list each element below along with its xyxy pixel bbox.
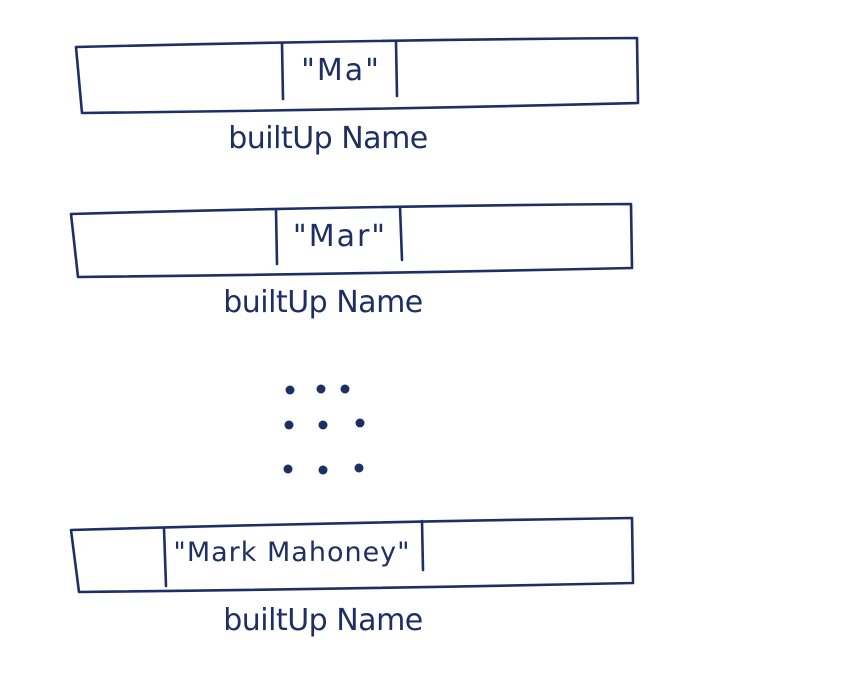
ellipsis-dot	[285, 385, 295, 395]
cell-divider-right	[420, 519, 425, 572]
frame-label: builtUp Name	[223, 285, 423, 320]
ellipsis-dot	[316, 384, 326, 394]
ellipsis-dot	[354, 463, 364, 473]
cell-divider-right	[398, 205, 404, 262]
cell-divider-left	[280, 42, 285, 101]
memory-strip-outline	[69, 202, 634, 279]
frame-label: builtUp Name	[223, 603, 423, 638]
ellipsis-dot	[318, 465, 328, 475]
ellipsis-dot	[318, 420, 328, 430]
ellipsis-dot	[340, 384, 350, 394]
frame-label: builtUp Name	[228, 121, 428, 156]
cell-string-value: "Ma"	[301, 53, 381, 88]
ellipsis-dots	[283, 384, 365, 475]
ellipsis-dot	[283, 464, 293, 474]
memory-strip-outline	[69, 516, 635, 594]
memory-frame-2: "Mar" builtUp Name	[69, 202, 634, 320]
memory-frame-3: "Mark Mahoney" builtUp Name	[69, 516, 635, 638]
memory-strip-outline	[74, 36, 640, 115]
cell-string-value: "Mar"	[293, 219, 387, 254]
cell-divider-left	[274, 208, 279, 266]
cell-divider-left	[162, 526, 168, 588]
ellipsis-dot	[355, 418, 365, 428]
memory-frame-1: "Ma" builtUp Name	[74, 36, 640, 156]
cell-string-value: "Mark Mahoney"	[173, 537, 410, 568]
ellipsis-dot	[284, 420, 294, 430]
cell-divider-right	[394, 40, 399, 98]
